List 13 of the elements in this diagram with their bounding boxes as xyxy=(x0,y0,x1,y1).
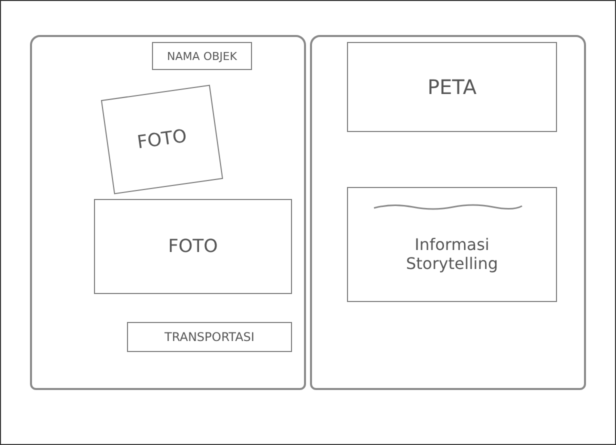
label-text: NAMA OBJEK xyxy=(167,50,237,62)
label-text: FOTO xyxy=(136,126,188,154)
book-page xyxy=(310,35,586,390)
label-box xyxy=(152,42,252,70)
label-box xyxy=(127,322,292,352)
text-panel xyxy=(347,187,557,302)
label-text: Informasi Storytelling xyxy=(404,234,499,272)
label-text: PETA xyxy=(427,75,477,99)
label-box xyxy=(94,199,292,294)
label-text: TRANSPORTASI xyxy=(164,330,254,344)
label-box xyxy=(347,42,557,132)
label-text: FOTO xyxy=(168,236,218,257)
book-page xyxy=(30,35,306,390)
